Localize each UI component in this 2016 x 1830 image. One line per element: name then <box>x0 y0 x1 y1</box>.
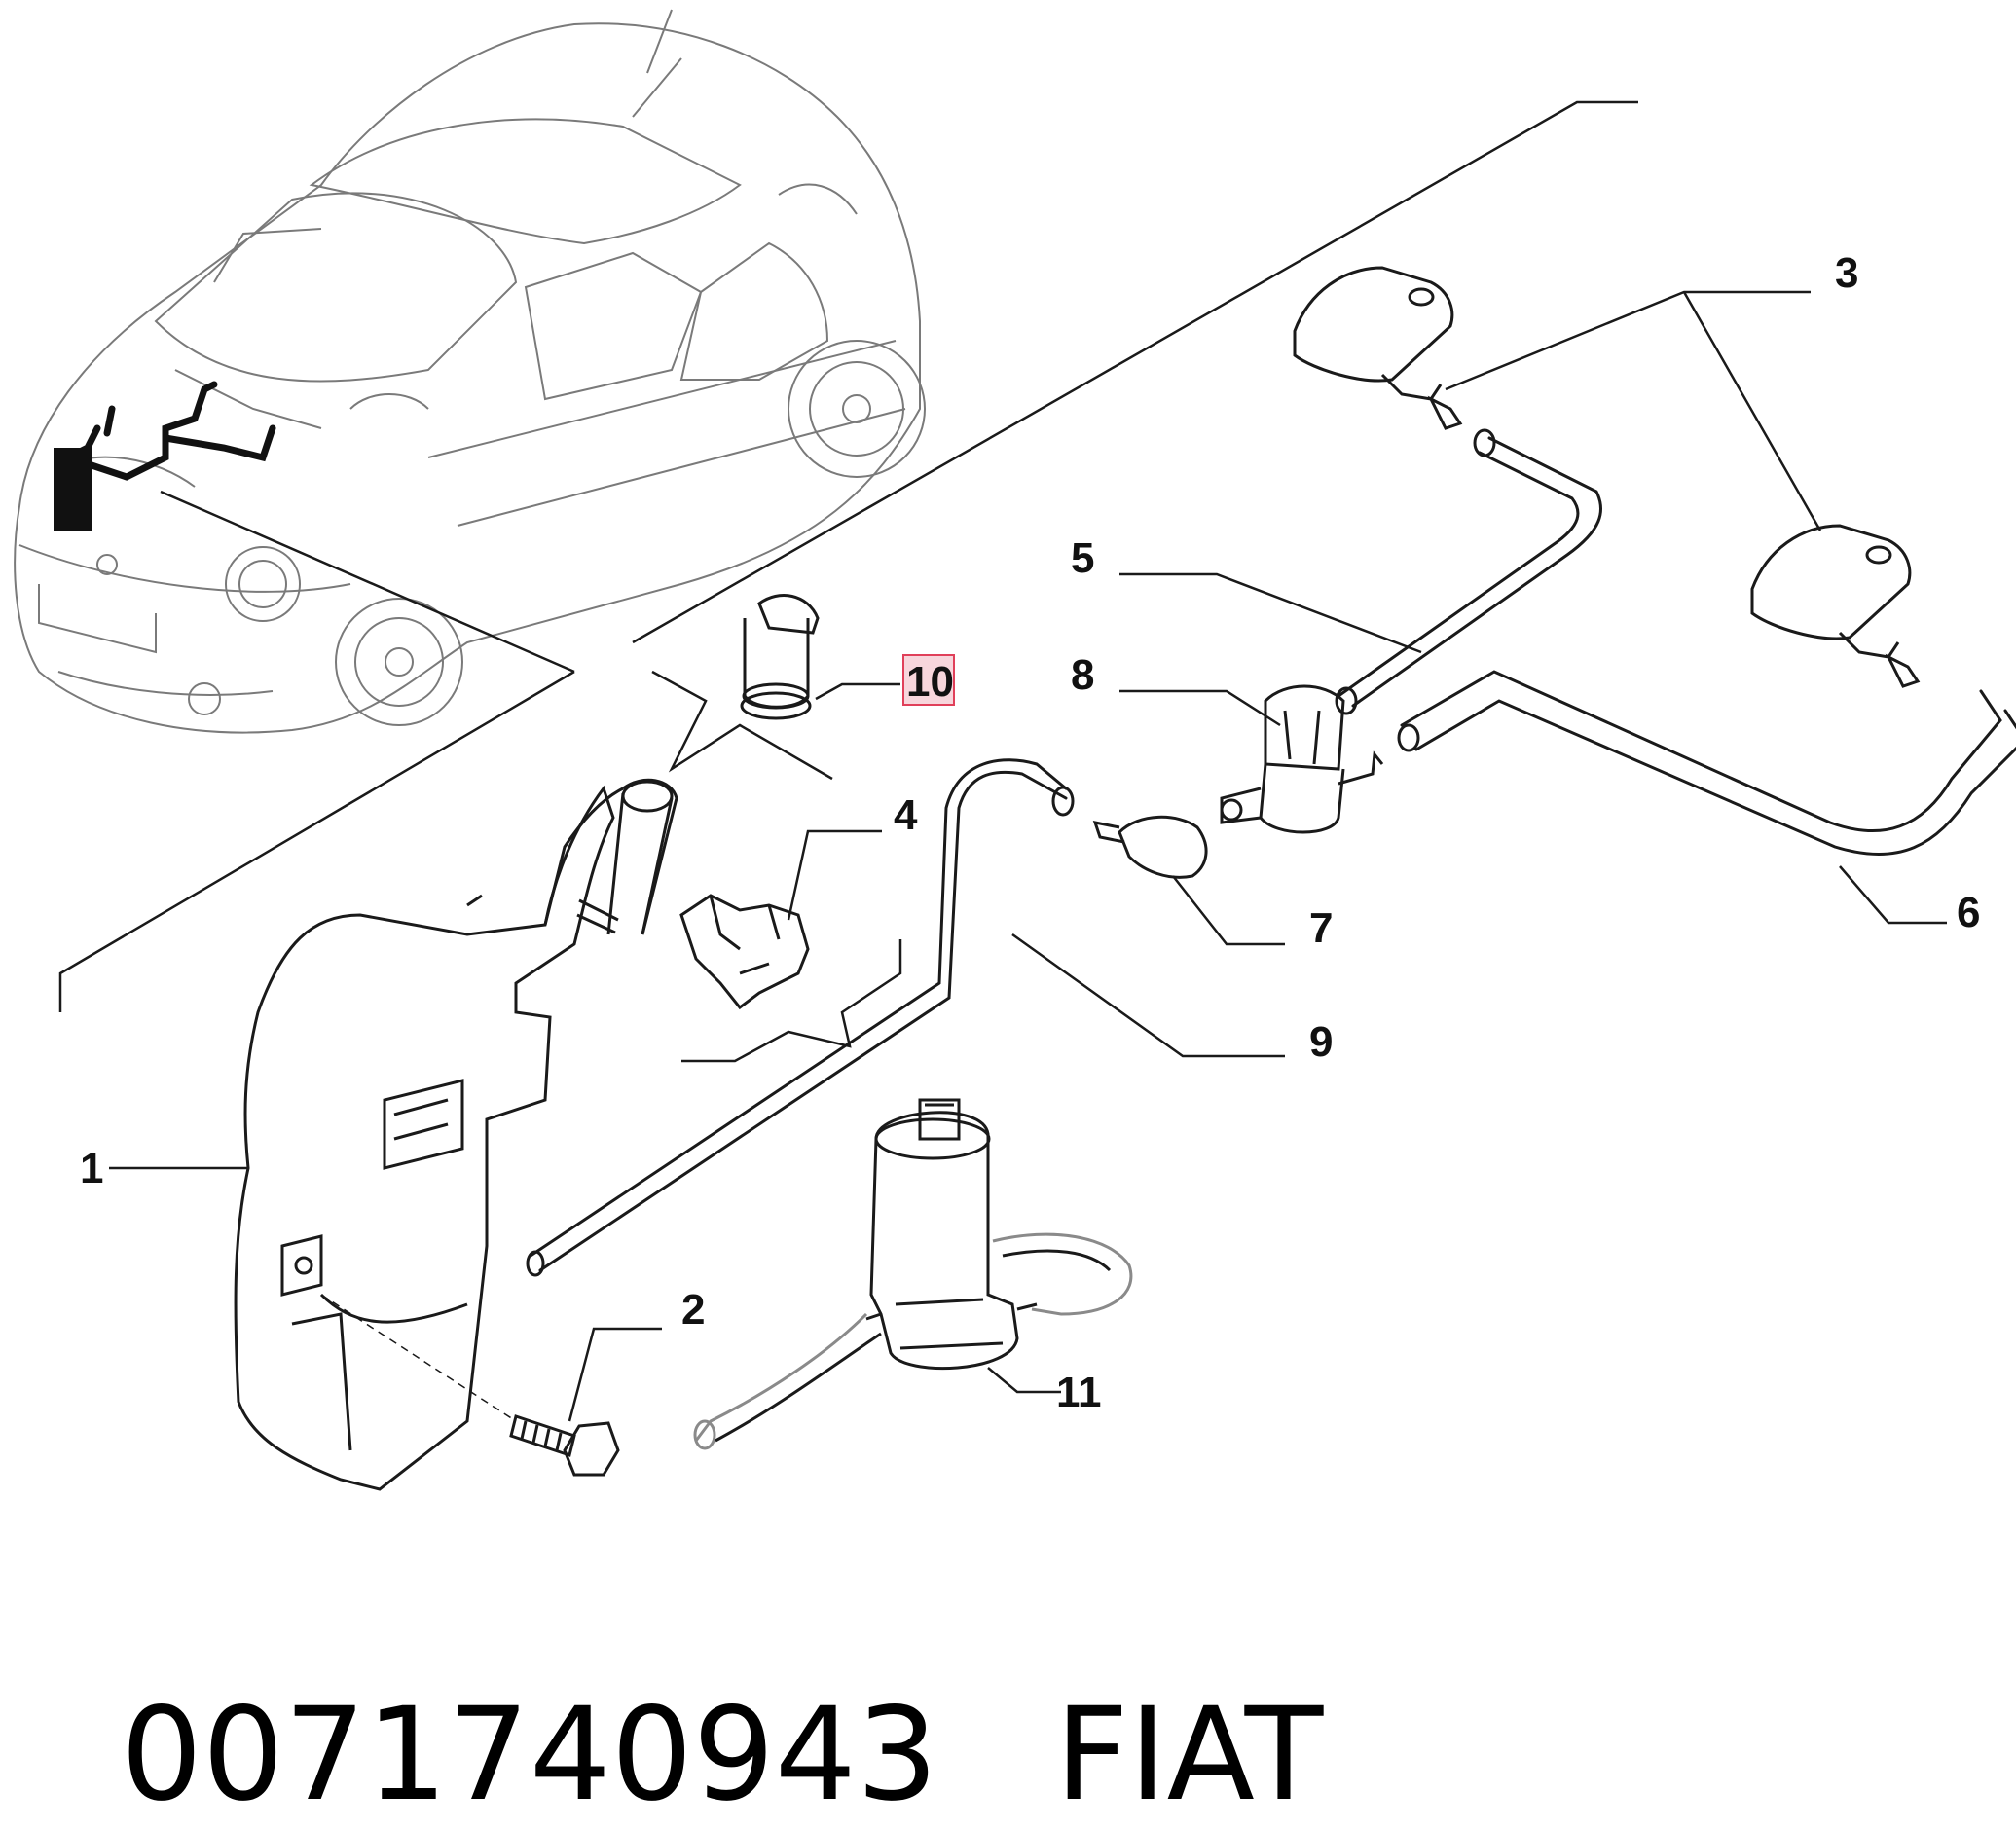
hose-clip-part <box>679 894 810 1010</box>
callout-5: 5 <box>1071 534 1094 582</box>
callout-10: 10 <box>906 658 954 706</box>
main-hose-part <box>526 758 1075 1277</box>
callout-11: 11 <box>1056 1369 1102 1416</box>
callout-7: 7 <box>1309 904 1333 952</box>
washer-nozzles-part <box>1293 266 1921 688</box>
car-illustration <box>14 9 926 734</box>
washer-pump-part <box>693 1098 1133 1450</box>
brand-name: FIAT <box>1054 1680 1324 1830</box>
callout-10-highlight <box>902 654 955 706</box>
bolt-part <box>320 1294 620 1477</box>
washer-reservoir-part <box>234 778 678 1491</box>
callout-2: 2 <box>681 1286 705 1334</box>
part-number: 0071740943 <box>120 1680 938 1830</box>
callout-1: 1 <box>80 1145 103 1192</box>
filler-cap-part <box>740 594 820 720</box>
parts-diagram: 1 2 3 4 5 6 7 8 9 10 11 <box>14 9 2016 1491</box>
callout-3: 3 <box>1835 249 1858 297</box>
callout-4: 4 <box>894 791 918 839</box>
callout-6: 6 <box>1957 889 1980 936</box>
frame-lines <box>58 100 1638 1063</box>
car-reservoir-highlight <box>54 448 92 531</box>
callout-leaders <box>109 290 1947 1422</box>
callout-8: 8 <box>1071 651 1094 699</box>
three-way-connector-part <box>1220 684 1384 834</box>
car-washer-system-highlight <box>64 381 276 525</box>
hose-5-part <box>1335 428 1603 715</box>
callout-9: 9 <box>1309 1018 1333 1066</box>
hose-6-part <box>1397 670 2016 856</box>
elbow-connector-part <box>1092 815 1208 879</box>
